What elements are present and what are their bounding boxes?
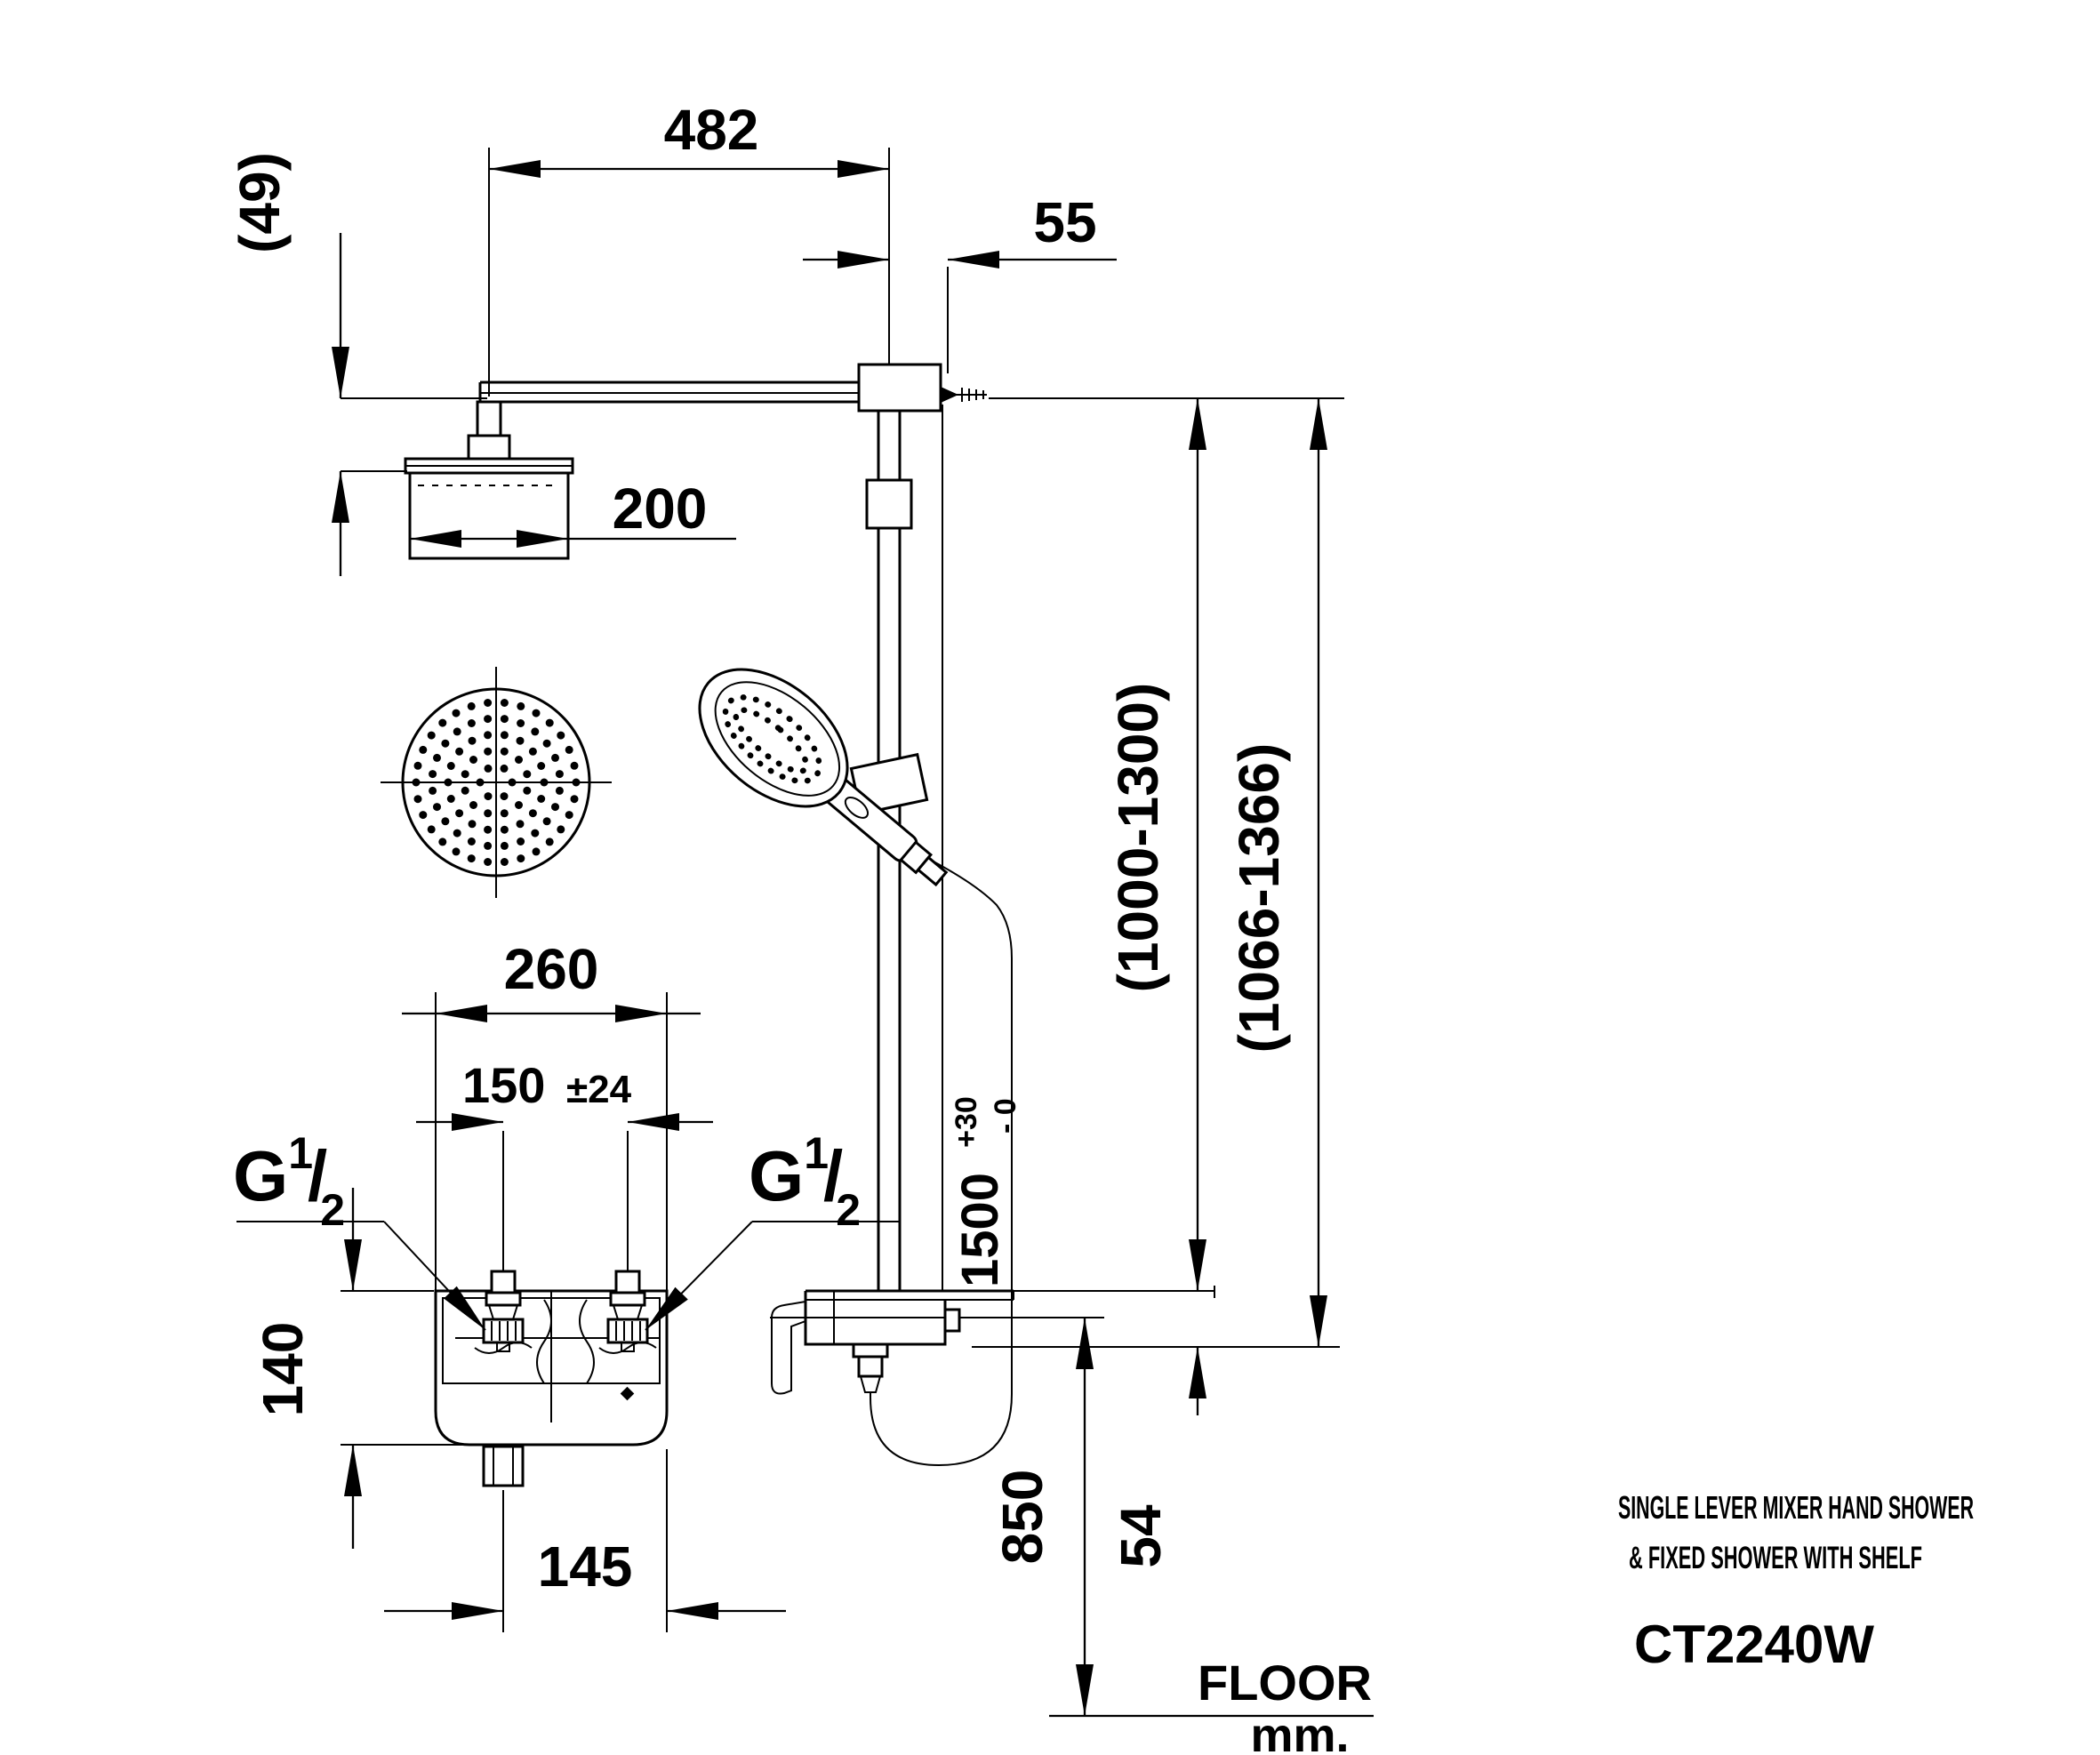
break-line-wavy [579,1299,595,1384]
dim-head-drop-label: (49) [228,152,292,253]
hose-outlet-port [943,1308,961,1333]
svg-text:1500 +30 - 0: 1500 +30 - 0 [930,1082,1022,1287]
spray-pattern-dots [412,699,581,866]
fixed-shower-head-side-view [404,400,574,560]
dim-inlet-spacing-label: 150 ±24 [462,1057,632,1113]
dim-arm-length-label: 482 [664,98,759,162]
dim-riser-height-label: (1000-1300) [1106,683,1170,993]
thread-label-right: G1/2 [749,1128,861,1235]
thread-g: G [749,1136,804,1215]
thread-leader-right [645,1221,900,1331]
shower-arm-side-view [478,363,987,413]
hand-shower-connector-tip [916,855,949,887]
model-code: CT2240W [1634,1615,1874,1674]
hand-shower-head-group [698,668,949,887]
dim-wall-offset-label: 55 [1033,190,1096,254]
hand-shower-button [844,796,870,819]
thread-leader-left [236,1221,486,1331]
thread-numerator: 1 [288,1128,313,1178]
mixer-body-front [434,1289,669,1446]
inlet-fitting-left [474,1270,533,1354]
hand-shower-face-inner [714,681,841,797]
dim-overall-height-label: (1066-1366) [1227,743,1291,1054]
product-description-line2: & FIXED SHOWER WITH SHELF [1629,1541,1922,1575]
hose-tol-plus: +30 [950,1096,983,1148]
head-stem-nut-upper [476,400,502,437]
dim-mixer-width-label: 260 [504,937,599,1001]
wall-screw-icon [941,387,987,403]
dim-body-height-label: 140 [251,1322,315,1417]
shower-outlet-tip [859,1375,882,1393]
dimension-labels: 482 55 (49) 200 (1000-1300) (1066-1366) … [228,98,1372,1755]
thread-label-left: G1/2 [233,1128,345,1235]
dim-head-diameter-label: 200 [613,477,708,541]
thread-denominator: 2 [836,1185,861,1235]
thread-numerator: 1 [804,1128,829,1178]
floor-label: FLOOR [1198,1655,1372,1711]
mixer-lever [771,1301,806,1395]
title-block: SINGLE LEVER MIXER HAND SHOWER & FIXED S… [1618,1489,1974,1674]
hand-shower [698,668,1013,1467]
floor-units-label: mm. [1250,1709,1349,1755]
wall-bracket [857,363,942,413]
hose-tol-minus: - 0 [989,1098,1022,1134]
thread-slash: / [308,1136,327,1215]
dim-outlet-offset-label: 145 [538,1535,633,1599]
shower-head-plan-view [381,667,612,898]
thread-g: G [233,1136,288,1215]
inlet-fitting-right [598,1270,657,1401]
dim-hose-length-label: 1500 +30 - 0 [930,1082,1022,1287]
mixer-side-view [771,1289,1014,1395]
head-stem-nut-lower [467,434,511,461]
mixer-front-view [236,1221,900,1487]
hand-shower-hose [870,845,1013,1467]
inlet-spacing-tolerance: ±24 [566,1068,632,1111]
product-description-line1: SINGLE LEVER MIXER HAND SHOWER [1618,1489,1974,1526]
hose-length-value: 1500 [951,1173,1009,1287]
hand-shower-face-outer [698,668,849,808]
head-body [408,473,570,560]
thread-slash: / [823,1136,843,1215]
dim-shelf-offset-label: 54 [1109,1504,1173,1568]
hand-shower-spray-dots [733,707,810,774]
inlet-spacing-value: 150 [462,1057,545,1113]
riser-union-fitting [865,478,913,530]
dimension-lines [332,148,1374,1718]
shower-outlet-nut-1 [852,1342,889,1358]
thread-denominator: 2 [320,1185,345,1235]
bottom-outlet-hex [482,1445,525,1487]
shower-outlet-nut-2 [857,1355,884,1378]
dim-mixer-floor-height-label: 850 [990,1470,1054,1565]
hand-shower-spray-dots [722,694,822,784]
break-line-wavy [536,1299,552,1384]
center-mark [620,1386,635,1401]
